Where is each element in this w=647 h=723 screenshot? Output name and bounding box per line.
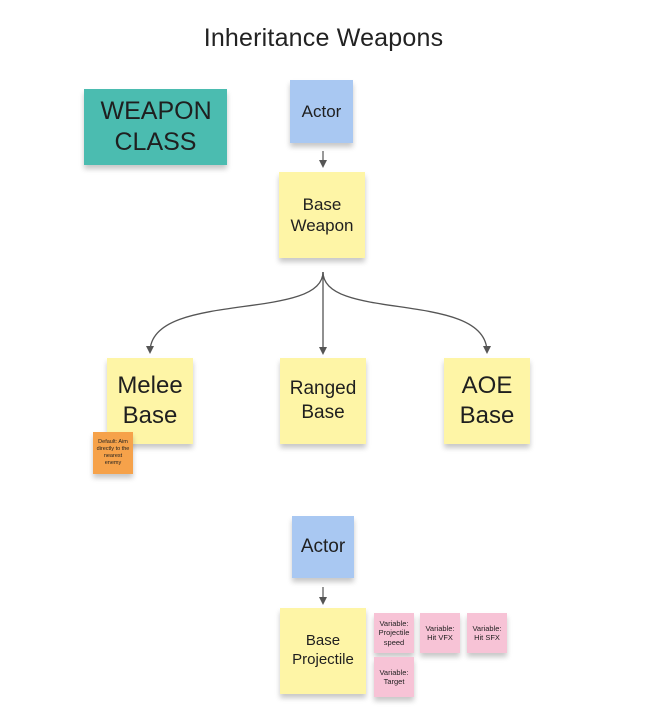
var-target-label: Variable: Target: [379, 667, 409, 686]
actor-bottom-label: Actor: [300, 536, 346, 558]
ranged-base-label: Ranged Base: [289, 378, 357, 423]
diagram-title: Inheritance Weapons: [203, 24, 444, 52]
var-target-note[interactable]: Variable: Target: [374, 657, 414, 697]
actor-top-label: Actor: [301, 101, 342, 121]
melee-base-note[interactable]: Melee Base: [107, 358, 193, 444]
melee-base-label: Melee Base: [117, 372, 183, 429]
ranged-base-note[interactable]: Ranged Base: [280, 358, 366, 444]
melee-comment-note[interactable]: Default: Aim directly to the nearest ene…: [93, 432, 133, 474]
base-projectile-label: Base Projectile: [292, 632, 354, 668]
aoe-base-note[interactable]: AOE Base: [444, 358, 530, 444]
melee-comment-label: Default: Aim directly to the nearest ene…: [96, 439, 130, 466]
actor-top-note[interactable]: Actor: [290, 80, 353, 143]
actor-bottom-note[interactable]: Actor: [292, 516, 354, 578]
var-hit-sfx-note[interactable]: Variable: Hit SFX: [467, 613, 507, 653]
weapon-class-label: WEAPON CLASS: [100, 96, 212, 156]
aoe-base-label: AOE Base: [459, 372, 515, 429]
base-weapon-note[interactable]: Base Weapon: [279, 172, 365, 258]
base-projectile-note[interactable]: Base Projectile: [280, 608, 366, 694]
weapon-class-note[interactable]: WEAPON CLASS: [84, 89, 227, 165]
arrow-base-weapon-to-melee: [146, 271, 324, 354]
var-projectile-speed-note[interactable]: Variable: Projectile speed: [374, 613, 414, 653]
base-weapon-label: Base Weapon: [290, 194, 354, 235]
arrow-base-weapon-to-aoe: [322, 271, 491, 354]
var-hit-vfx-label: Variable: Hit VFX: [425, 623, 455, 642]
var-projectile-speed-label: Variable: Projectile speed: [378, 618, 410, 647]
var-hit-sfx-label: Variable: Hit SFX: [472, 623, 502, 642]
var-hit-vfx-note[interactable]: Variable: Hit VFX: [420, 613, 460, 653]
